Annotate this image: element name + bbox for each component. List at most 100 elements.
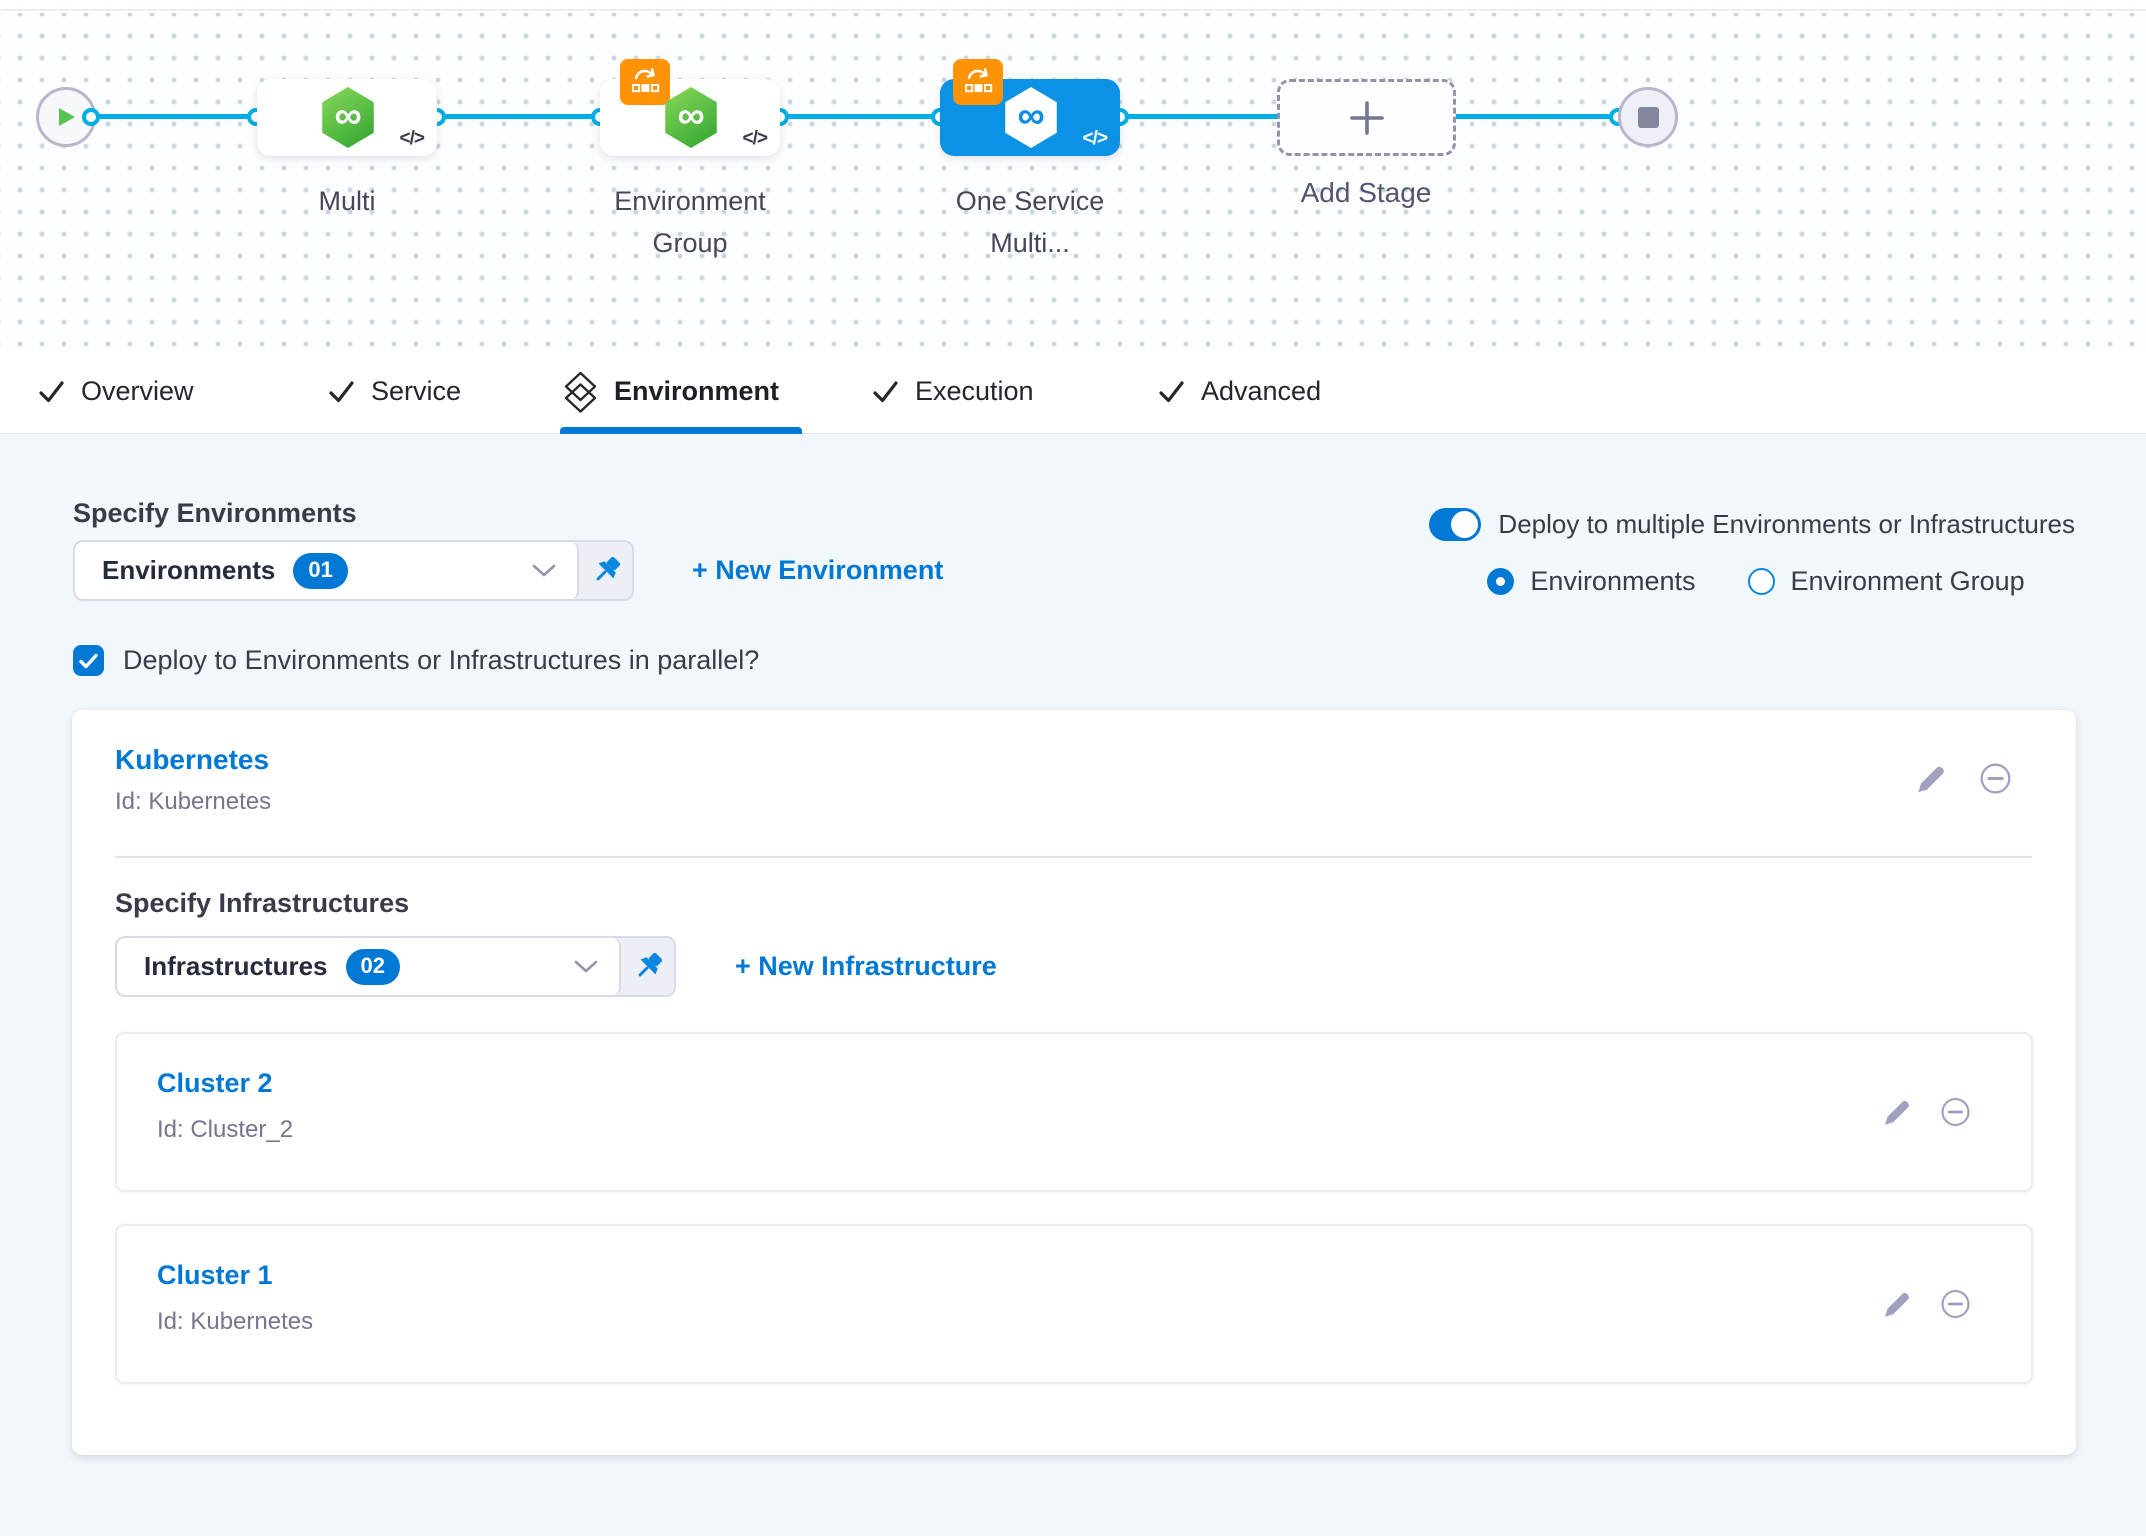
tab-label: Environment	[614, 376, 780, 406]
environment-actions	[1914, 762, 2012, 795]
tab-label: Advanced	[1201, 376, 1322, 406]
environment-tab-panel: Specify Environments Environments 01	[0, 434, 2146, 1536]
pin-button[interactable]	[579, 542, 632, 599]
top-divider-strip	[0, 0, 2146, 11]
chevron-down-icon	[531, 563, 557, 579]
deploy-multiple-toggle-label: Deploy to multiple Environments or Infra…	[1498, 509, 2075, 539]
pin-button[interactable]	[621, 938, 674, 995]
specify-infrastructures-heading: Specify Infrastructures	[115, 888, 410, 918]
check-icon	[1159, 381, 1184, 403]
infinity-icon: ∞	[334, 94, 362, 137]
dropdown-selected-label: Infrastructures	[144, 951, 328, 981]
pipeline-end-node	[1618, 87, 1678, 147]
new-environment-link[interactable]: + New Environment	[692, 555, 944, 585]
service-hexagon-icon: ∞	[322, 87, 374, 148]
infrastructure-id-text: Id: Cluster_2	[157, 1116, 294, 1143]
infrastructures-dropdown-value[interactable]: Infrastructures 02	[117, 938, 621, 995]
parallel-checkbox-row[interactable]: Deploy to Environments or Infrastructure…	[73, 645, 759, 676]
edit-pencil-button[interactable]	[1881, 1290, 1910, 1319]
environment-layers-icon	[564, 371, 597, 413]
code-icon[interactable]: </>	[399, 128, 426, 149]
rolling-deploy-glyph	[965, 68, 993, 93]
stage-tabbar: Overview Service Environment Execution	[0, 350, 2146, 434]
remove-minus-button[interactable]	[1979, 762, 2012, 795]
dropdown-selected-label: Environments	[102, 555, 276, 585]
specify-environments-heading: Specify Environments	[73, 498, 357, 528]
service-hexagon-icon: ∞	[665, 87, 717, 148]
stage-label-one-service-multi: One Service Multi...	[955, 186, 1105, 258]
checkbox-checked-icon[interactable]	[73, 645, 104, 676]
parallel-checkbox-label: Deploy to Environments or Infrastructure…	[123, 645, 760, 675]
tab-service[interactable]: Service	[328, 350, 461, 433]
edge-envgroup-to-oneservice	[780, 114, 940, 119]
infrastructures-dropdown[interactable]: Infrastructures 02	[115, 936, 676, 997]
stage-node-multi[interactable]: ∞ </>	[257, 79, 437, 156]
infrastructure-card-cluster-1: Cluster 1 Id: Kubernetes	[115, 1224, 2033, 1384]
check-icon	[329, 381, 354, 403]
add-stage-button[interactable]	[1277, 79, 1456, 156]
infinity-icon: ∞	[1017, 94, 1045, 137]
rolling-deploy-badge-icon	[953, 59, 1003, 105]
edge-oneservice-to-addstage	[1120, 114, 1277, 119]
infrastructure-id-text: Id: Kubernetes	[157, 1308, 314, 1335]
check-icon	[39, 381, 64, 403]
divider	[115, 856, 2032, 858]
radio-unselected-icon[interactable]	[1747, 568, 1775, 595]
tab-label: Service	[371, 376, 462, 406]
radio-selected-icon[interactable]	[1487, 568, 1515, 595]
stage-node-one-service-multi[interactable]: ∞ </>	[940, 59, 1120, 156]
edge-addstage-to-end	[1456, 114, 1618, 119]
infrastructure-name-link[interactable]: Cluster 1	[157, 1260, 273, 1290]
edge-start-to-multi	[99, 114, 256, 119]
edit-pencil-button[interactable]	[1881, 1098, 1910, 1127]
count-badge: 02	[345, 948, 400, 985]
count-badge: 01	[293, 552, 348, 589]
environments-dropdown-value[interactable]: Environments 01	[75, 542, 579, 599]
edit-pencil-button[interactable]	[1914, 763, 1945, 794]
code-icon[interactable]: </>	[742, 128, 769, 149]
tab-execution[interactable]: Execution	[872, 350, 1034, 433]
edge-multi-to-envgroup	[437, 114, 600, 119]
tab-label: Execution	[915, 376, 1034, 406]
deploy-multiple-toggle[interactable]	[1429, 508, 1482, 541]
radio-environment-group[interactable]: Environment Group	[1747, 566, 2025, 597]
stage-label-environment-group: Environment Group	[614, 186, 766, 258]
environments-dropdown[interactable]: Environments 01	[73, 540, 634, 601]
remove-minus-button[interactable]	[1940, 1289, 1971, 1320]
pipeline-canvas[interactable]: ∞ </> Multi ∞ </> Environment Group	[0, 13, 2146, 350]
rolling-deploy-badge-icon	[620, 59, 670, 105]
code-icon[interactable]: </>	[1082, 128, 1109, 149]
infrastructure-actions	[1881, 1097, 1971, 1128]
pushpin-icon	[596, 556, 620, 580]
environment-id-text: Id: Kubernetes	[115, 788, 272, 815]
service-hexagon-icon: ∞	[1005, 87, 1057, 148]
deploy-multiple-block: Deploy to multiple Environments or Infra…	[1429, 508, 2075, 597]
active-tab-underline	[560, 427, 802, 434]
stage-node-environment-group[interactable]: ∞ </>	[600, 59, 780, 156]
infrastructure-card-cluster-2: Cluster 2 Id: Cluster_2	[115, 1032, 2033, 1192]
plus-icon	[1349, 100, 1384, 135]
environment-name-link[interactable]: Kubernetes	[115, 744, 270, 775]
check-icon	[873, 381, 898, 403]
new-infrastructure-link[interactable]: + New Infrastructure	[735, 951, 997, 981]
connector-port	[82, 108, 100, 126]
infrastructure-actions	[1881, 1289, 1971, 1320]
tab-overview[interactable]: Overview	[38, 350, 194, 433]
chevron-down-icon	[573, 959, 599, 975]
tab-advanced[interactable]: Advanced	[1158, 350, 1321, 433]
radio-label: Environments	[1530, 566, 1696, 596]
infrastructure-name-link[interactable]: Cluster 2	[157, 1068, 273, 1098]
stage-label-multi: Multi	[318, 186, 376, 216]
rolling-deploy-glyph	[632, 68, 660, 93]
infinity-icon: ∞	[677, 94, 705, 137]
toggle-knob	[1451, 511, 1479, 538]
environment-card: Kubernetes Id: Kubernetes Specify Infras…	[72, 710, 2076, 1455]
radio-environments[interactable]: Environments	[1487, 566, 1696, 597]
radio-label: Environment Group	[1790, 566, 2025, 596]
play-icon	[59, 108, 75, 126]
tab-label: Overview	[81, 376, 194, 406]
add-stage-label: Add Stage	[1300, 177, 1432, 208]
remove-minus-button[interactable]	[1940, 1097, 1971, 1128]
tab-environment[interactable]: Environment	[563, 350, 779, 433]
